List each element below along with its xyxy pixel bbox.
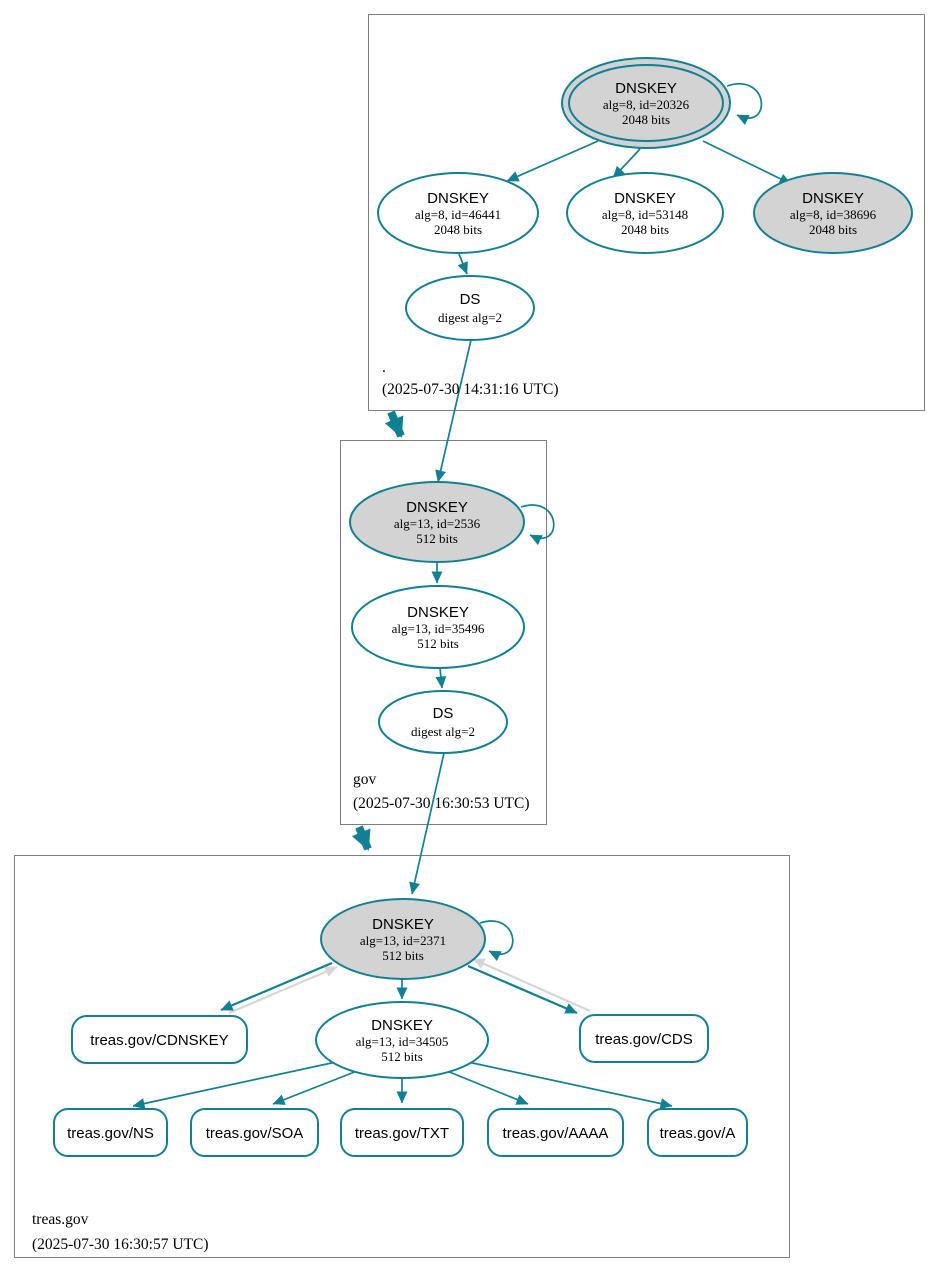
node-dnskey-53148[interactable]: DNSKEY alg=8, id=53148 2048 bits xyxy=(566,172,724,254)
node-detail: alg=13, id=2371 xyxy=(360,933,446,948)
edge-treas-ksk-to-cdnskey xyxy=(220,961,333,1012)
node-dnskey-46441[interactable]: DNSKEY alg=8, id=46441 2048 bits xyxy=(377,172,539,254)
node-detail: digest alg=2 xyxy=(411,724,475,739)
edge-root-ksk-to-zsk3 xyxy=(702,140,792,185)
self-loop-root-ksk xyxy=(726,83,763,125)
node-detail: 512 bits xyxy=(416,531,458,546)
node-detail: alg=8, id=46441 xyxy=(415,207,501,222)
zone-timestamp-root: (2025-07-30 14:31:16 UTC) xyxy=(382,381,559,398)
edge-root-ds-to-gov-ksk xyxy=(435,339,472,483)
node-detail: alg=13, id=34505 xyxy=(356,1034,449,1049)
edge-cdnskey-to-treas-ksk-gray xyxy=(228,965,338,1015)
node-dnskey-20326[interactable]: DNSKEY alg=8, id=20326 2048 bits xyxy=(561,57,731,149)
node-title: DS xyxy=(433,705,454,722)
rr-label: treas.gov/AAAA xyxy=(503,1125,609,1142)
self-loop-treas-ksk xyxy=(479,920,514,962)
node-detail: alg=8, id=20326 xyxy=(603,97,690,112)
node-dnskey-38696[interactable]: DNSKEY alg=8, id=38696 2048 bits xyxy=(753,172,913,254)
node-detail: alg=13, id=35496 xyxy=(392,621,485,636)
node-title: DNSKEY xyxy=(371,1017,433,1034)
self-loop-gov-ksk xyxy=(520,504,555,546)
edge-root-ksk-to-zsk2 xyxy=(612,148,641,179)
node-dnskey-35496[interactable]: DNSKEY alg=13, id=35496 512 bits xyxy=(351,585,525,669)
node-detail: 2048 bits xyxy=(434,222,482,237)
edge-treas-zsk-to-aaaa xyxy=(446,1070,529,1105)
node-detail: alg=8, id=53148 xyxy=(602,207,688,222)
node-title: DNSKEY xyxy=(427,190,489,207)
delegation-arrow-root-to-gov xyxy=(384,410,405,438)
zone-box-gov xyxy=(340,440,547,825)
node-dnskey-2536[interactable]: DNSKEY alg=13, id=2536 512 bits xyxy=(349,481,525,563)
node-detail: 2048 bits xyxy=(809,222,857,237)
edge-root-zsk1-to-ds xyxy=(457,253,468,275)
node-detail: alg=8, id=38696 xyxy=(790,207,877,222)
zone-box-root xyxy=(368,14,925,411)
node-ds-gov[interactable]: DS digest alg=2 xyxy=(378,690,508,754)
rr-label: treas.gov/CDNSKEY xyxy=(90,1032,228,1049)
rr-label: treas.gov/NS xyxy=(67,1125,154,1142)
node-title: DNSKEY xyxy=(802,190,864,207)
node-rrset-txt[interactable]: treas.gov/TXT xyxy=(340,1108,464,1157)
zone-name-gov: gov xyxy=(353,771,377,788)
zone-timestamp-treas-gov: (2025-07-30 16:30:57 UTC) xyxy=(32,1236,209,1253)
rr-label: treas.gov/TXT xyxy=(355,1125,449,1142)
node-title: DNSKEY xyxy=(372,916,434,933)
rr-label: treas.gov/CDS xyxy=(595,1031,693,1048)
node-ds-root[interactable]: DS digest alg=2 xyxy=(405,275,535,341)
edge-root-ksk-to-zsk1 xyxy=(506,140,599,182)
node-detail: 512 bits xyxy=(417,636,459,651)
zone-name-treas-gov: treas.gov xyxy=(32,1211,89,1228)
node-detail: alg=13, id=2536 xyxy=(394,516,481,531)
rr-label: treas.gov/A xyxy=(660,1125,736,1142)
node-title: DNSKEY xyxy=(614,190,676,207)
node-detail: 512 bits xyxy=(381,1049,423,1064)
node-cds[interactable]: treas.gov/CDS xyxy=(579,1014,709,1063)
node-detail: 2048 bits xyxy=(622,112,670,127)
edge-gov-ds-to-treas-ksk xyxy=(409,752,445,895)
node-cdnskey[interactable]: treas.gov/CDNSKEY xyxy=(71,1015,248,1064)
node-dnskey-2371[interactable]: DNSKEY alg=13, id=2371 512 bits xyxy=(320,898,486,980)
node-rrset-soa[interactable]: treas.gov/SOA xyxy=(190,1108,319,1157)
edge-cds-to-treas-ksk-gray xyxy=(472,957,591,1013)
node-dnskey-34505[interactable]: DNSKEY alg=13, id=34505 512 bits xyxy=(315,1001,489,1079)
node-rrset-a[interactable]: treas.gov/A xyxy=(647,1108,748,1157)
edge-gov-zsk-to-ds xyxy=(435,667,447,689)
zone-box-treas-gov xyxy=(14,855,790,1258)
node-rrset-ns[interactable]: treas.gov/NS xyxy=(53,1108,168,1157)
node-detail: 512 bits xyxy=(382,948,424,963)
node-title: DNSKEY xyxy=(407,604,469,621)
node-rrset-aaaa[interactable]: treas.gov/AAAA xyxy=(487,1108,624,1157)
edge-treas-zsk-to-soa xyxy=(272,1070,358,1105)
node-detail: digest alg=2 xyxy=(438,310,502,325)
zone-timestamp-gov: (2025-07-30 16:30:53 UTC) xyxy=(353,795,530,812)
edge-treas-zsk-to-ns xyxy=(132,1061,337,1109)
zone-name-root: . xyxy=(382,359,386,376)
node-title: DS xyxy=(460,291,481,308)
edge-treas-ksk-to-cds xyxy=(467,964,578,1015)
delegation-arrow-gov-to-treas xyxy=(351,825,372,851)
node-title: DNSKEY xyxy=(406,499,468,516)
edge-treas-zsk-to-a xyxy=(467,1061,673,1109)
node-title: DNSKEY xyxy=(615,80,677,97)
rr-label: treas.gov/SOA xyxy=(206,1125,304,1142)
node-detail: 2048 bits xyxy=(621,222,669,237)
